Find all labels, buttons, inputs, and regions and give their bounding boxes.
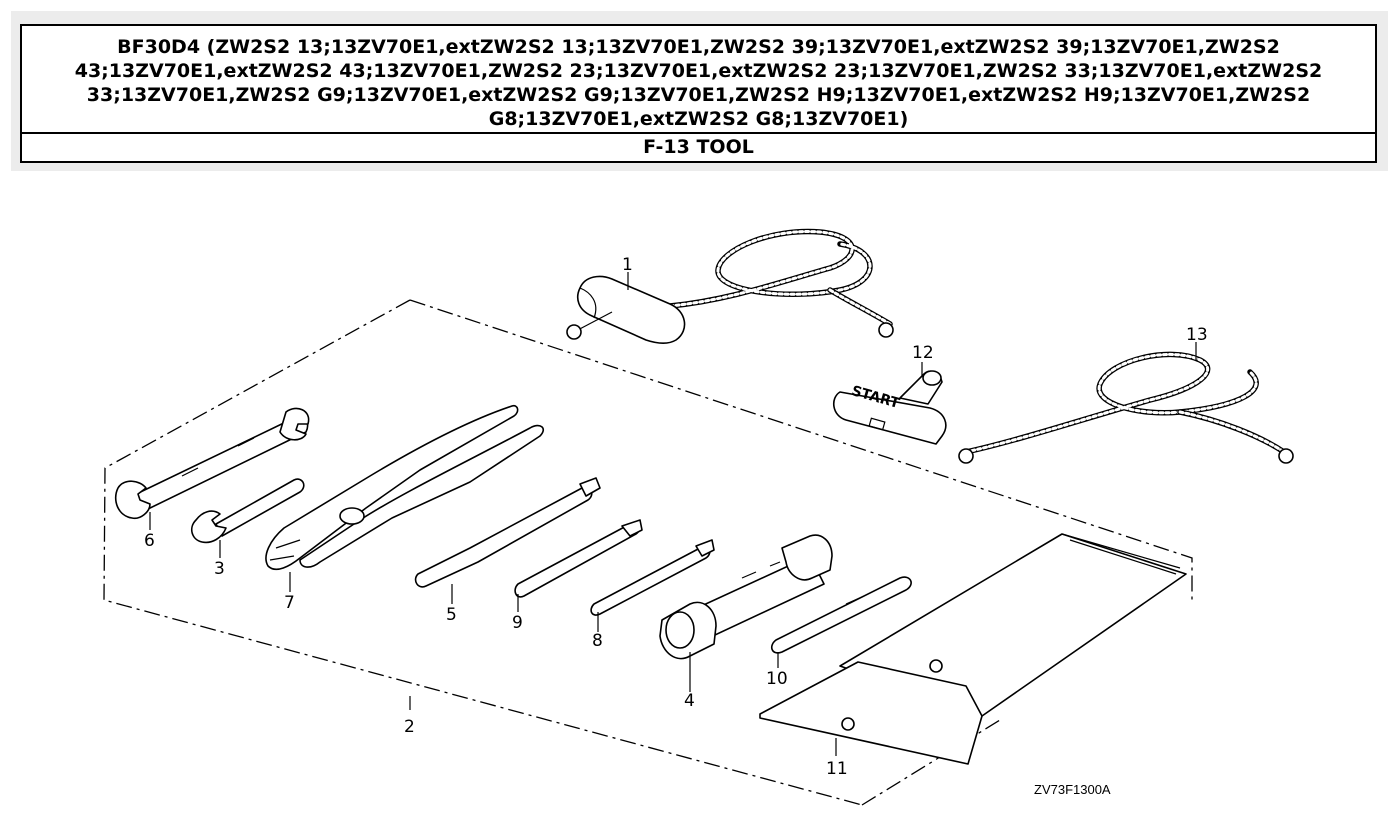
starter-rope-part[interactable] — [958, 351, 1294, 464]
model-title: BF30D4 (ZW2S2 13;13ZV70E1,extZW2S2 13;13… — [20, 24, 1377, 139]
callout-12: 12 — [912, 343, 934, 363]
tool-bag-outline — [103, 299, 1193, 806]
callout-2: 2 — [404, 717, 415, 737]
small-wrench-part[interactable] — [190, 478, 305, 544]
screwdriver-flat-part[interactable] — [514, 519, 643, 598]
callout-5: 5 — [446, 605, 457, 625]
callout-1: 1 — [622, 255, 633, 275]
callout-10: 10 — [766, 669, 788, 689]
header-panel: BF30D4 (ZW2S2 13;13ZV70E1,extZW2S2 13;13… — [11, 11, 1388, 171]
screwdriver-phillips-part[interactable] — [590, 539, 715, 616]
pliers-part[interactable] — [265, 404, 545, 571]
emergency-stop-lanyard-part[interactable] — [566, 228, 894, 344]
section-title: F-13 TOOL — [20, 132, 1377, 163]
callout-11: 11 — [826, 759, 848, 779]
extension-bar-part[interactable] — [770, 576, 912, 654]
double-wrench-part[interactable] — [114, 407, 310, 520]
drawing-code: ZV73F1300A — [1034, 782, 1111, 797]
tool-bag-part[interactable] — [759, 533, 1187, 765]
start-grip-part[interactable]: START — [833, 370, 947, 445]
plug-wrench-part[interactable] — [659, 534, 833, 660]
callout-9: 9 — [512, 613, 523, 633]
callout-8: 8 — [592, 631, 603, 651]
callout-4: 4 — [684, 691, 695, 711]
screwdriver-handle-part[interactable] — [414, 477, 601, 588]
callout-6: 6 — [144, 531, 155, 551]
callout-13: 13 — [1186, 325, 1208, 345]
leader-lines — [149, 272, 1197, 756]
callout-3: 3 — [214, 559, 225, 579]
callout-7: 7 — [284, 593, 295, 613]
